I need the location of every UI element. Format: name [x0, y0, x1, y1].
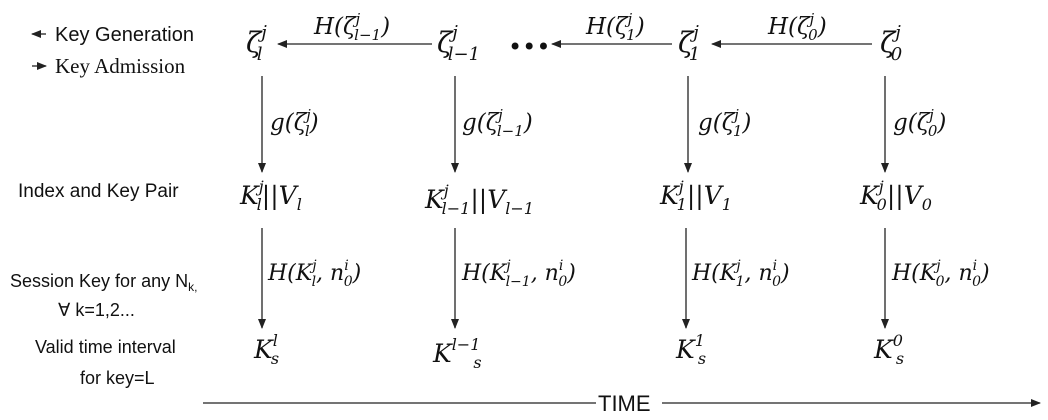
for-key-label: for key=L [80, 368, 155, 388]
time-axis: TIME [203, 391, 1041, 416]
index-key-pair-label: Index and Key Pair [18, 181, 179, 202]
time-label: TIME [598, 391, 651, 416]
session-key-label: Session Key for any Nk, [10, 271, 197, 294]
row-labels: Index and Key Pair Session Key for any N… [10, 181, 197, 388]
forall-label: ∀ k=1,2... [58, 300, 135, 320]
legend: Key Generation Key Admission [31, 24, 194, 78]
chain-ellipsis: ••• [508, 33, 550, 61]
legend-key-admission: Key Admission [55, 54, 186, 78]
legend-key-generation: Key Generation [55, 24, 194, 46]
valid-interval-label: Valid time interval [35, 337, 176, 357]
